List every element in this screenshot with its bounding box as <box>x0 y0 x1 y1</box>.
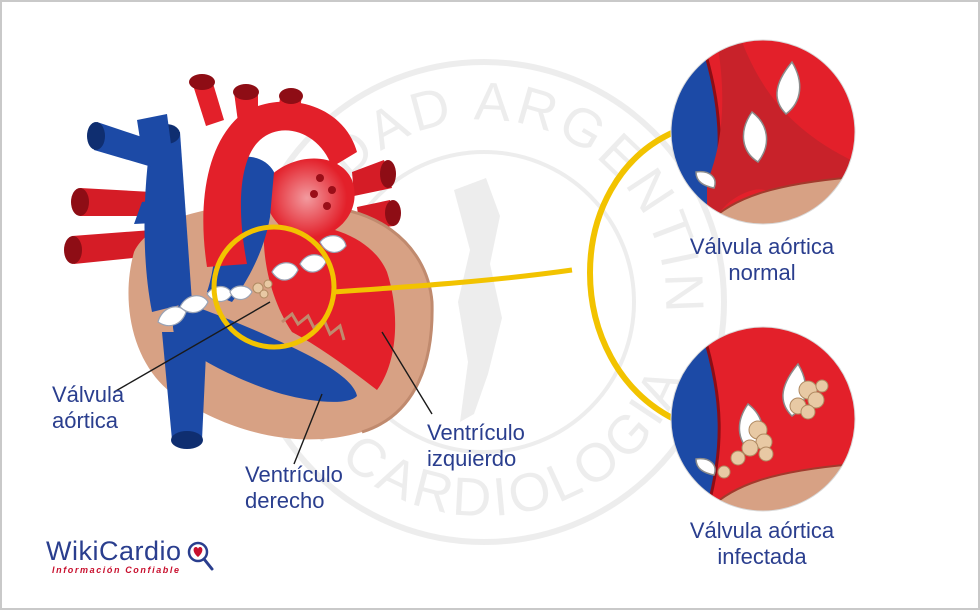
infected-valve-label-line1: Válvula aórtica <box>689 518 835 543</box>
aortic-arch-branches <box>189 74 303 128</box>
infected-valve-label-line2: infectada <box>717 544 807 569</box>
aorta <box>203 101 357 268</box>
normal-valve-label-line1: Válvula aórtica <box>689 234 835 259</box>
wikicardio-logo: WikiCardio Información Confiable <box>46 537 226 575</box>
normal-valve-label: Válvula aórtica normal <box>662 234 862 286</box>
logo-wordmark: WikiCardio <box>46 536 182 566</box>
left-ventricle-label-line2: izquierdo <box>427 446 517 471</box>
label-leader-lines <box>113 301 433 465</box>
normal-valve-label-line2: normal <box>728 260 796 285</box>
magnifier-heart-icon <box>187 541 214 571</box>
infected-valve-closeup <box>670 326 856 512</box>
left-ventricle-label: Ventrículo izquierdo <box>427 420 525 472</box>
right-ventricle-label: Ventrículo derecho <box>245 462 343 514</box>
logo-tagline: Información Confiable <box>52 565 181 575</box>
infected-valve-label: Válvula aórtica infectada <box>662 518 862 570</box>
pulmonary-artery-branches <box>64 188 152 264</box>
right-ventricle-label-line1: Ventrículo <box>245 462 343 487</box>
zoom-callout <box>211 129 676 422</box>
aortic-valve-label-line2: aórtica <box>52 408 119 433</box>
inferior-vena-cava <box>162 332 207 440</box>
heart <box>64 74 434 449</box>
right-ventricle-cavity <box>172 302 357 402</box>
interventricular-septum <box>281 311 346 341</box>
pulmonary-veins <box>352 160 401 230</box>
right-ventricle-label-line2: derecho <box>245 488 325 513</box>
valve-vegetation <box>252 279 273 299</box>
vegetation-clusters <box>717 379 829 479</box>
normal-valve-closeup <box>670 39 856 225</box>
valve-cusps <box>157 235 347 327</box>
aortic-valve-label-line1: Válvula <box>52 382 125 407</box>
aortic-valve-label: Válvula aórtica <box>52 382 124 434</box>
left-ventricle-label-line1: Ventrículo <box>427 420 525 445</box>
